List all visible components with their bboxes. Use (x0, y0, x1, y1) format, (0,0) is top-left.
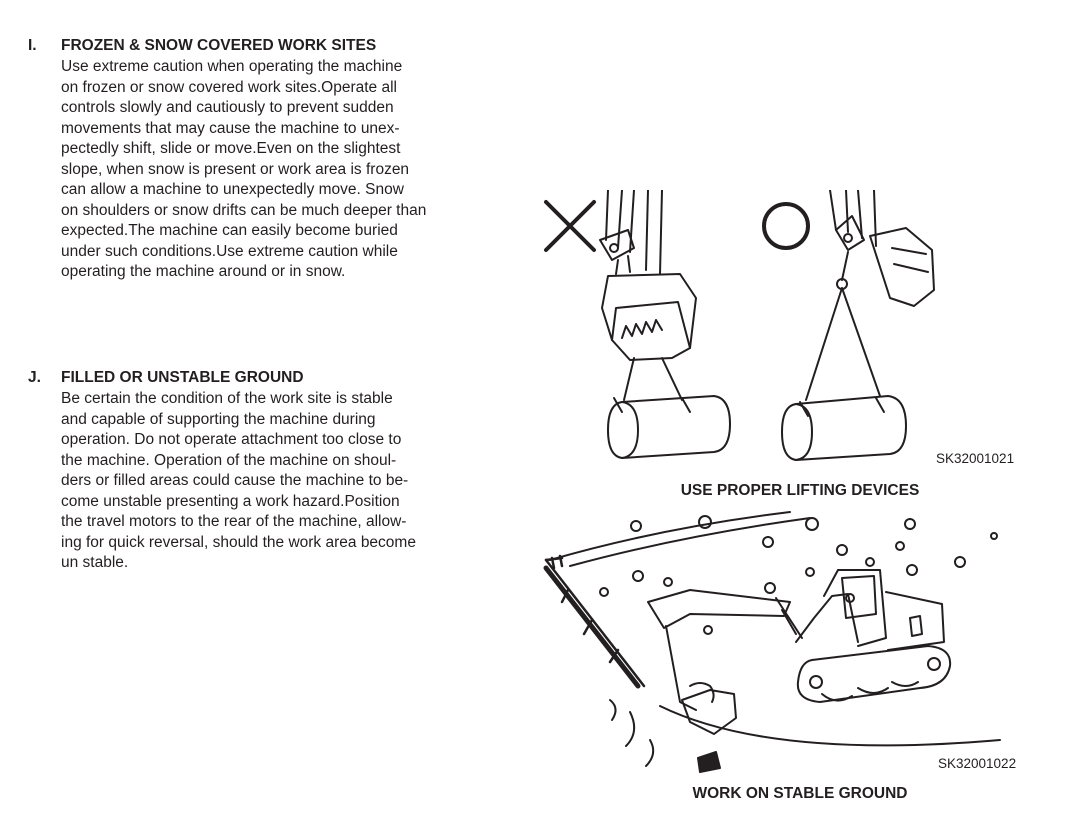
body-line: pectedly shift, slide or move.Even on th… (61, 140, 401, 157)
body-line: can allow a machine to unexpectedly move… (61, 181, 404, 198)
figure-code: SK32001021 (936, 451, 1015, 466)
section-letter: I. (28, 37, 37, 54)
section-frozen-snow: I. FROZEN & SNOW COVERED WORK SITES Use … (28, 35, 498, 283)
excavator-drawing (647, 569, 952, 735)
body-line: expected.The machine can easily become b… (61, 222, 398, 239)
body-line: ders or filled areas could cause the mac… (61, 472, 409, 489)
wrong-x-icon (544, 200, 596, 252)
body-line: Be certain the condition of the work sit… (61, 390, 393, 407)
proper-lift-drawing (781, 190, 935, 461)
body-line: Use extreme caution when operating the m… (61, 58, 403, 75)
section-title: FROZEN & SNOW COVERED WORK SITES (61, 37, 377, 54)
lifting-devices-illustration (544, 190, 935, 461)
figure-code: SK32001022 (938, 756, 1017, 771)
body-line: the travel motors to the rear of the mac… (61, 513, 407, 530)
improper-lift-drawing (599, 190, 731, 459)
body-line: on shoulders or snow drifts can be much … (61, 201, 427, 219)
body-line: controls slowly and cautiously to preven… (61, 99, 394, 116)
figure-caption: WORK ON STABLE GROUND (692, 785, 908, 802)
section-title: FILLED OR UNSTABLE GROUND (61, 369, 304, 386)
section-body: Use extreme caution when operating the m… (61, 57, 498, 283)
body-line: under such conditions.Use extreme cautio… (61, 242, 398, 260)
body-line: movements that may cause the machine to … (61, 119, 400, 137)
body-line: operating the machine around or in snow. (61, 263, 346, 280)
body-line: the machine. Operation of the machine on… (61, 451, 397, 469)
section-letter: J. (28, 369, 41, 386)
body-line: slope, when snow is present or work area… (61, 160, 410, 178)
correct-circle-icon (762, 202, 810, 250)
body-line: on frozen or snow covered work sites.Ope… (61, 78, 397, 96)
section-body: Be certain the condition of the work sit… (61, 389, 498, 574)
snow-flakes (599, 515, 998, 635)
cliff-edge (543, 554, 646, 689)
section-unstable-ground: J. FILLED OR UNSTABLE GROUND Be certain … (28, 367, 498, 574)
body-line: and capable of supporting the machine du… (61, 410, 376, 428)
figure-caption: USE PROPER LIFTING DEVICES (680, 482, 920, 499)
body-line: operation. Do not operate attachment too… (61, 431, 402, 448)
body-line: un stable. (61, 554, 129, 571)
body-line: ing for quick reversal, should the work … (61, 533, 416, 551)
body-line: come unstable presenting a work hazard.P… (61, 492, 400, 510)
stable-ground-illustration (543, 511, 1001, 773)
